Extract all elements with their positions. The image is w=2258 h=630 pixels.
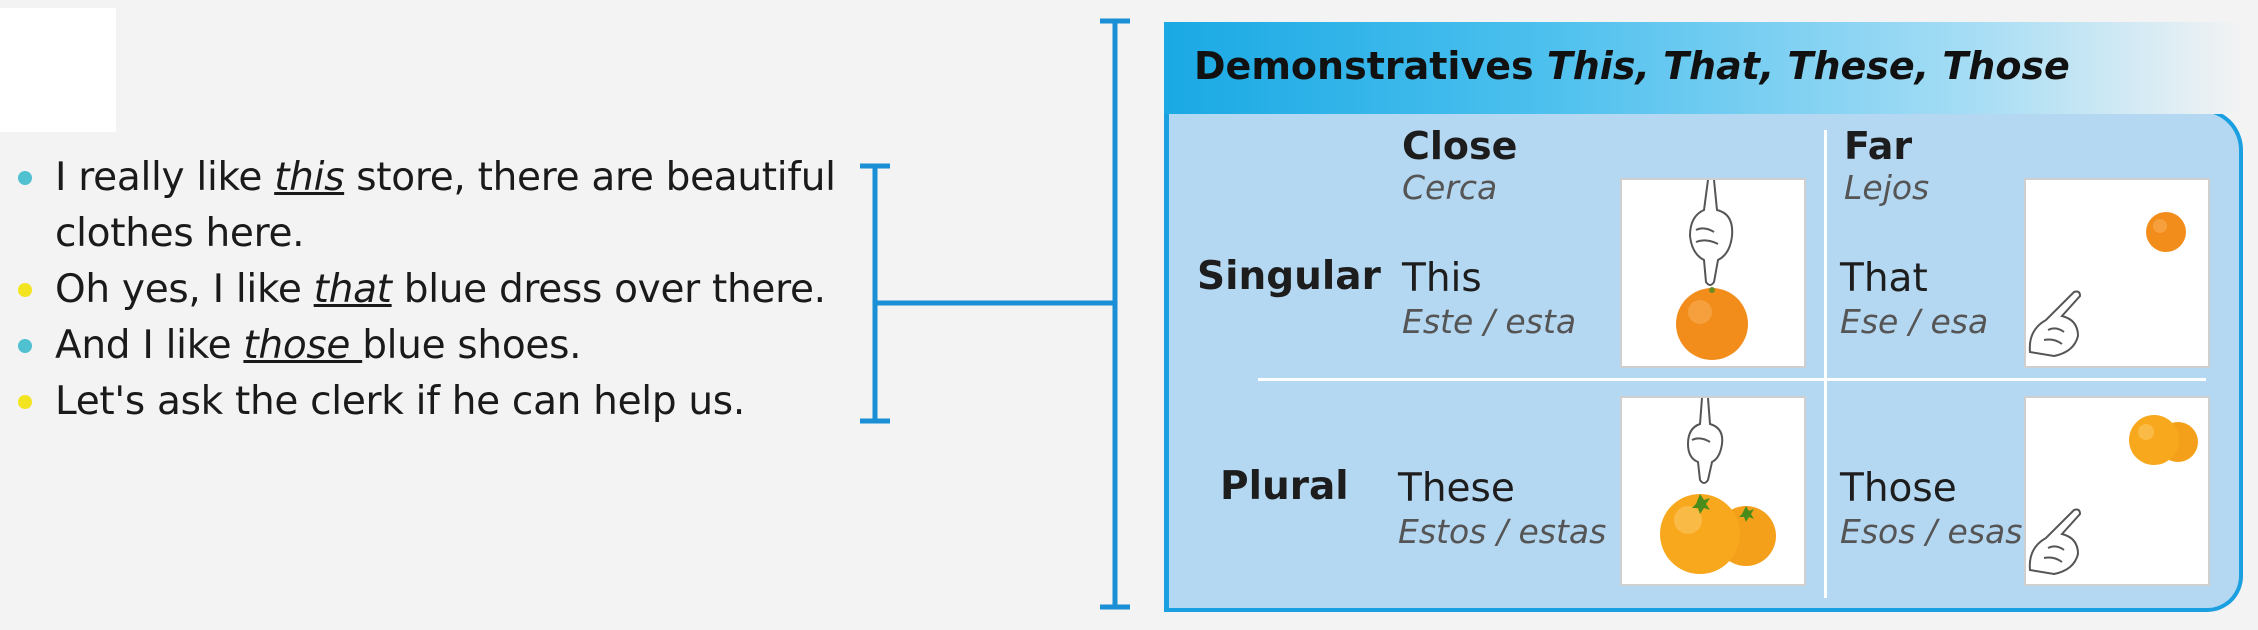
- row-divider: [1258, 378, 2206, 381]
- demonstrative-word: that: [313, 267, 392, 312]
- far-header: Far: [1844, 124, 1913, 168]
- close-header: Close: [1402, 124, 1518, 168]
- pointing-hand-icon: [2028, 290, 2082, 358]
- demonstrative-word: those: [243, 323, 363, 368]
- pointing-hand-icon: [1688, 179, 1734, 286]
- list-item: Oh yes, I like that blue dress over ther…: [14, 262, 854, 318]
- card-title: Demonstratives This, That, These, Those: [1194, 44, 2070, 88]
- list-item: Let's ask the clerk if he can help us.: [14, 374, 854, 430]
- that-es: Ese / esa: [1840, 302, 1989, 341]
- orange-icon: [1660, 494, 1776, 574]
- list-item: I really like this store, there are beau…: [14, 150, 854, 262]
- card-title-bar: Demonstratives This, That, These, Those: [1164, 22, 2244, 114]
- those-illustration: [2024, 396, 2210, 586]
- this-es: Este / esta: [1402, 302, 1577, 341]
- list-item: And I like those blue shoes.: [14, 318, 854, 374]
- these-illustration: [1620, 396, 1806, 586]
- demonstratives-card: Demonstratives This, That, These, Those …: [1164, 22, 2244, 612]
- that-word: That: [1840, 256, 1928, 301]
- singular-label: Singular: [1197, 254, 1381, 299]
- pointing-hand-icon: [2028, 508, 2082, 576]
- those-word: Those: [1840, 466, 1957, 511]
- close-header-es: Cerca: [1402, 168, 1498, 207]
- bullet-dot: [18, 283, 32, 297]
- that-illustration: [2024, 178, 2210, 368]
- orange-icon: [2146, 212, 2186, 252]
- bullet-dot: [18, 171, 32, 185]
- dialogue-list: I really like this store, there are beau…: [14, 150, 854, 430]
- far-header-es: Lejos: [1844, 168, 1930, 207]
- these-word: These: [1398, 466, 1515, 511]
- demonstrative-word: this: [274, 155, 345, 200]
- orange-icon: [2129, 415, 2198, 465]
- pointing-hand-icon: [1686, 397, 1724, 484]
- plural-label: Plural: [1220, 464, 1349, 509]
- bullet-dot: [18, 395, 32, 409]
- these-es: Estos / estas: [1398, 512, 1607, 551]
- column-divider: [1824, 130, 1827, 598]
- orange-icon: [1676, 287, 1748, 360]
- those-es: Esos / esas: [1840, 512, 2023, 551]
- blank-panel: [0, 8, 116, 132]
- bullet-dot: [18, 339, 32, 353]
- this-word: This: [1402, 256, 1482, 301]
- this-illustration: [1620, 178, 1806, 368]
- connector-bracket: [860, 18, 1130, 610]
